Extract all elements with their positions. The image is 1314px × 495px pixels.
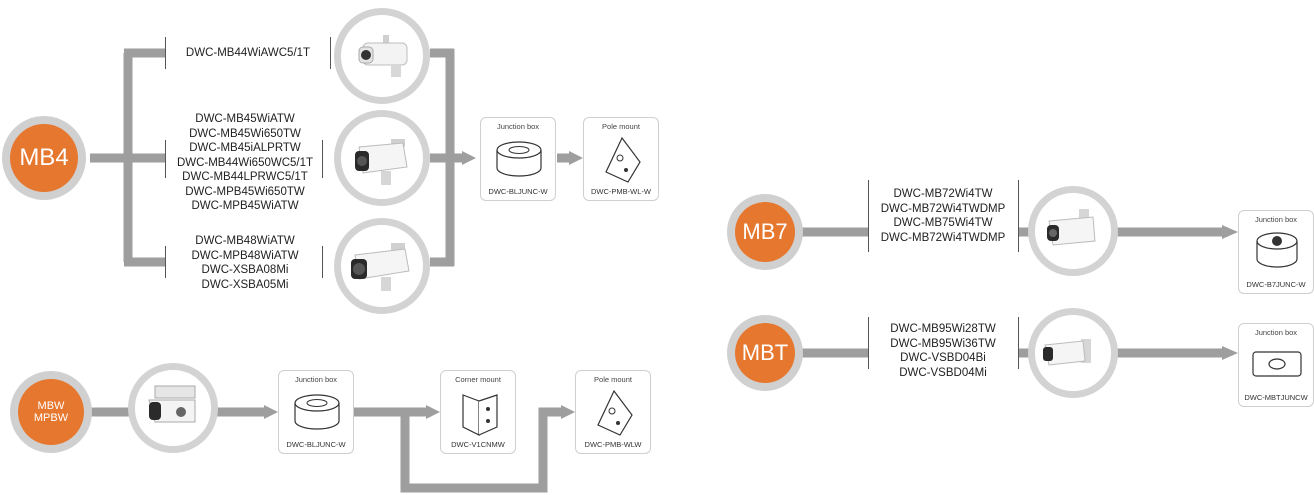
model-name: DWC-MB72Wi4TWDMP <box>880 202 1006 215</box>
accessory-model: DWC-PMB-WL-W <box>591 187 651 196</box>
accessory-title: Pole mount <box>602 122 640 131</box>
mbw-junction-box: Junction box DWC-BLJUNC-W <box>278 370 354 454</box>
accessory-title: Junction box <box>294 375 338 384</box>
model-name: DWC-MB44LPRWC5/1T <box>182 171 308 183</box>
model-name: DWC-MB45Wi650TW <box>189 127 301 140</box>
accessory-title: Pole mount <box>594 375 632 384</box>
model-name: DWC-MB95Wi36TW <box>890 337 996 350</box>
camera-image <box>1028 186 1118 276</box>
mbw-corner-mount: Corner mount DWC-V1CNMW <box>440 370 516 454</box>
camera-image <box>334 218 430 314</box>
junction-box-icon <box>496 141 542 177</box>
arrow-mbw-corner <box>426 405 440 419</box>
junction-box-icon <box>294 394 340 430</box>
model-name: DWC-MPB45WiATW <box>191 200 299 212</box>
model-name: DWC-VSBD04Bi <box>900 352 986 364</box>
accessory-title: Corner mount <box>455 375 501 384</box>
mbt-series-label: MBT <box>741 340 789 365</box>
bullet-camera-icon <box>358 35 408 77</box>
model-name: DWC-MPB45Wi650TW <box>185 185 305 198</box>
model-name: DWC-XSBA05Mi <box>201 278 289 291</box>
bullet-camera-icon <box>1043 339 1091 366</box>
mb7-models: DWC-MB72Wi4TW DWC-MB72Wi4TWDMP DWC-MB75W… <box>868 187 1018 245</box>
model-name: DWC-VSBD04Mi <box>899 366 987 379</box>
model-name: DWC-MPB48WiATW <box>191 249 299 262</box>
arrow-mb7-junction <box>1222 225 1238 239</box>
mb4-group1-models: DWC-MB44WiAWC5/1T <box>166 46 330 61</box>
model-name: DWC-MB72Wi4TW <box>893 188 993 200</box>
mbt-models: DWC-MB95Wi28TW DWC-MB95Wi36TW DWC-VSBD04… <box>868 322 1018 380</box>
mb7-sep-right <box>1018 180 1019 252</box>
accessory-title: Junction box <box>1254 328 1298 337</box>
arrow-mbw-pole <box>561 405 575 419</box>
mb4-sep-2-right <box>322 140 323 178</box>
mbt-sep-left <box>868 317 869 369</box>
model-name: DWC-MB75Wi4TW <box>893 217 993 229</box>
model-name: DWC-MB45iALPRTW <box>189 142 301 154</box>
model-name: DWC-MB48WiATW <box>195 235 295 247</box>
model-name: DWC-MB44Wi650WC5/1T <box>176 156 314 169</box>
accessory-model: DWC-BLJUNC-W <box>488 187 548 196</box>
mb4-series-circle: MB4 <box>10 124 78 192</box>
model-name: DWC-MB45WiATW <box>195 113 295 125</box>
bullet-camera-icon <box>355 139 408 185</box>
junction-box-icon <box>1256 232 1298 268</box>
accessory-title: Junction box <box>496 122 540 131</box>
mb4-sep-2-left <box>165 140 166 178</box>
accessory-model: DWC-PMB-WLW <box>584 440 642 449</box>
mb4-sep-3-right <box>322 246 323 278</box>
mbt-sep-right <box>1018 317 1019 369</box>
mbw-series-circle: MBW MPBW <box>18 379 84 445</box>
pole-mount-icon <box>605 136 641 183</box>
accessory-title: Junction box <box>1254 215 1298 224</box>
mb4-series-label: MB4 <box>19 144 69 171</box>
mb4-sep-1-left <box>165 37 166 69</box>
mb4-pole-mount: Pole mount DWC-PMB-WL-W <box>583 117 659 201</box>
accessory-model: DWC-V1CNMW <box>451 440 505 449</box>
camera-image <box>1028 308 1118 398</box>
model-name: DWC-MB95Wi28TW <box>890 323 996 335</box>
mbw-series-label: MBW <box>37 400 65 412</box>
accessory-model: DWC-MBTJUNCW <box>1244 393 1308 402</box>
mb7-series-circle: MB7 <box>735 202 795 262</box>
junction-box-icon <box>1252 351 1302 377</box>
arrow-mb4-junction <box>462 151 476 165</box>
pole-mount-icon <box>597 389 633 436</box>
multi-sensor-camera-icon <box>148 385 196 423</box>
mpbw-series-label: MPBW <box>33 412 69 424</box>
accessory-model: DWC-BLJUNC-W <box>286 440 346 449</box>
accessory-model: DWC-B7JUNC-W <box>1246 280 1306 289</box>
mb4-sep-3-left <box>165 246 166 278</box>
camera-image <box>334 110 430 206</box>
mb4-sep-1-right <box>330 37 331 69</box>
bullet-camera-icon <box>351 243 410 291</box>
arrow-mbw-junction <box>264 405 278 419</box>
corner-mount-icon <box>462 394 498 436</box>
mb4-group3-models: DWC-MB48WiATW DWC-MPB48WiATW DWC-XSBA08M… <box>160 234 330 292</box>
model-name: DWC-MB44WiAWC5/1T <box>185 47 311 59</box>
mb4-group2-models: DWC-MB45WiATW DWC-MB45Wi650TW DWC-MB45iA… <box>160 112 330 214</box>
mb4-junction-box: Junction box DWC-BLJUNC-W <box>480 117 556 201</box>
arrow-mbt-junction <box>1222 346 1238 360</box>
mb7-series-label: MB7 <box>742 219 788 244</box>
mbw-pole-mount: Pole mount DWC-PMB-WLW <box>575 370 651 454</box>
model-name: DWC-MB72Wi4TWDMP <box>880 231 1006 244</box>
bullet-camera-icon <box>1047 209 1096 246</box>
mb7-junction-box: Junction box DWC-B7JUNC-W <box>1238 210 1314 294</box>
mbt-series-circle: MBT <box>735 323 795 383</box>
mbw-loop <box>400 407 565 493</box>
mb7-sep-left <box>868 180 869 252</box>
camera-image <box>128 363 218 453</box>
mbt-junction-box: Junction box DWC-MBTJUNCW <box>1238 323 1314 407</box>
camera-image <box>334 8 430 104</box>
arrow-mb4-pole <box>569 151 583 165</box>
model-name: DWC-XSBA08Mi <box>201 264 289 276</box>
